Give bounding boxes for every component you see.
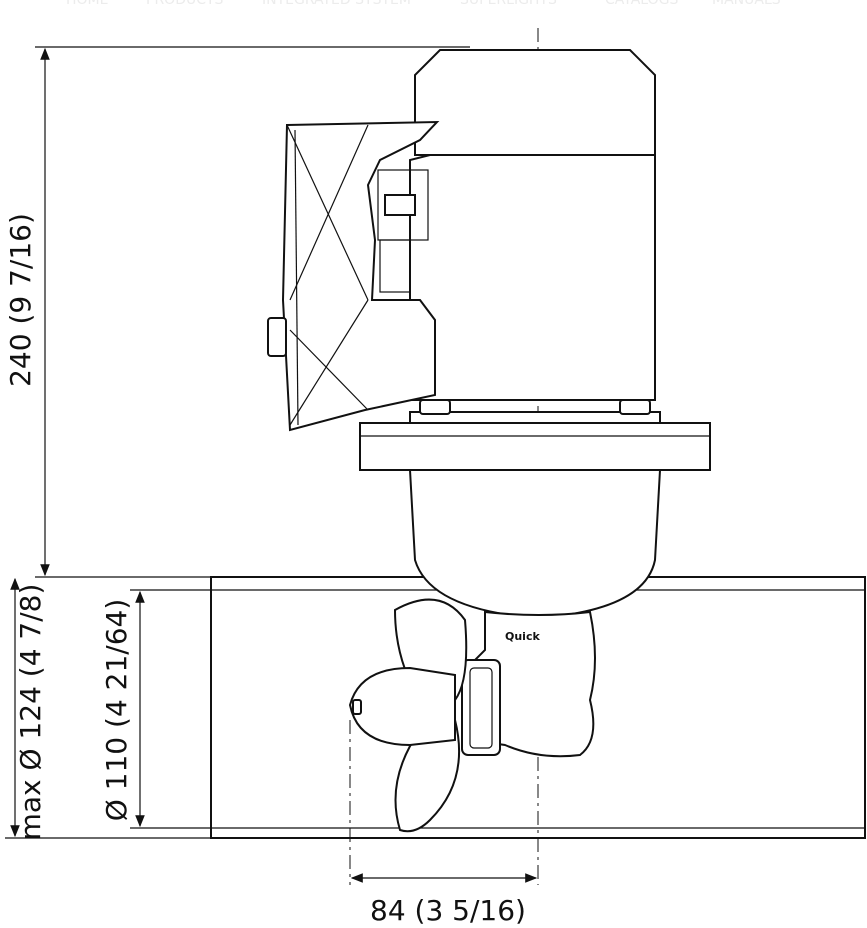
tunnel-max-dim-label: max Ø 124 (4 7/8) bbox=[14, 584, 47, 841]
nav-manuals[interactable]: MANUALS bbox=[712, 0, 781, 8]
nav-superlights[interactable]: SUPERLIGHTS bbox=[460, 0, 557, 8]
top-nav: HOME PRODUCTS INTEGRATED SYSTEM SUPERLIG… bbox=[0, 0, 867, 12]
mounting-flange bbox=[359, 399, 711, 471]
propeller-assembly: Quick bbox=[348, 598, 596, 833]
controller-box bbox=[267, 120, 440, 432]
nav-products[interactable]: PRODUCTS bbox=[146, 0, 224, 8]
gear-housing bbox=[408, 469, 662, 620]
nav-catalogs[interactable]: CATALOGS bbox=[605, 0, 679, 8]
nav-integrated-system[interactable]: INTEGRATED SYSTEM bbox=[262, 0, 411, 8]
connector-icon bbox=[267, 317, 287, 357]
nav-home[interactable]: HOME bbox=[66, 0, 109, 8]
tunnel-inner-dim-label: Ø 110 (4 21/64) bbox=[100, 599, 133, 822]
quick-logo: Quick bbox=[505, 630, 540, 643]
offset-dim-label: 84 (3 5/16) bbox=[370, 894, 526, 927]
height-dim-label: 240 (9 7/16) bbox=[4, 213, 37, 387]
motor bbox=[409, 49, 656, 401]
